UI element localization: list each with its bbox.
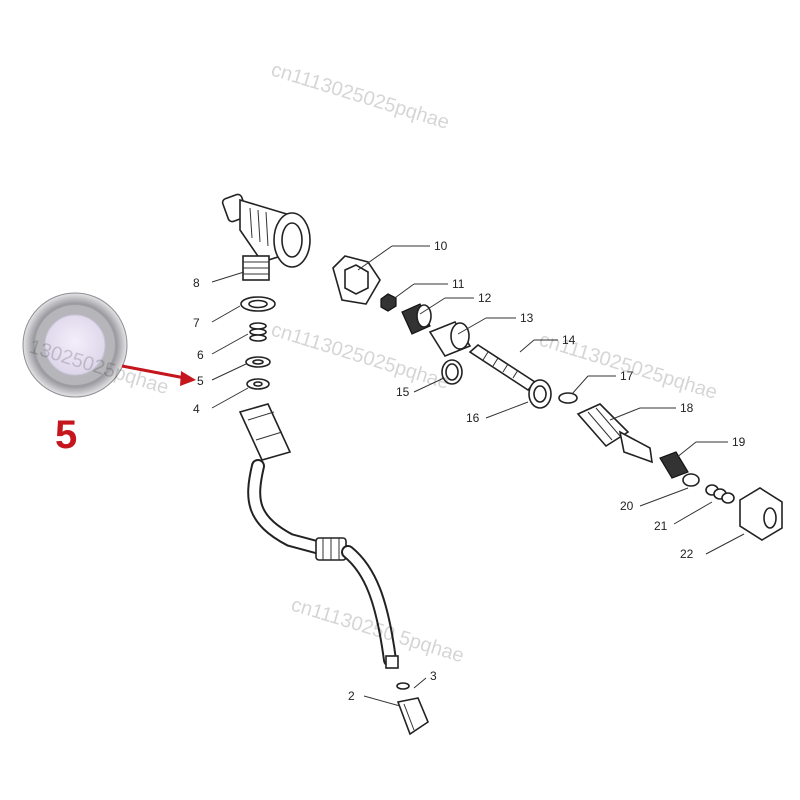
part-15-circlip xyxy=(441,359,463,385)
part-20-oring xyxy=(682,473,700,487)
callout-arrow xyxy=(121,364,196,386)
part-19-sleeve xyxy=(659,451,689,479)
label-part-10: 10 xyxy=(434,239,448,253)
label-part-8: 8 xyxy=(193,276,200,290)
label-part-6: 6 xyxy=(197,348,204,362)
part-18-valve-seat xyxy=(576,403,653,464)
label-part-14: 14 xyxy=(562,333,576,347)
watermark-right: cn1113025025pqhae xyxy=(537,329,720,404)
part-8-tee-body xyxy=(221,193,311,281)
part-21-spring xyxy=(705,484,735,504)
part-12-sleeve xyxy=(401,303,432,335)
label-part-16: 16 xyxy=(466,411,480,425)
label-part-20: 20 xyxy=(620,499,634,513)
label-part-17: 17 xyxy=(620,369,634,383)
label-part-19: 19 xyxy=(732,435,746,449)
part-2-nut xyxy=(396,697,429,736)
part-labels: 8 7 6 5 4 2 3 10 11 12 13 14 15 16 17 18… xyxy=(193,239,746,703)
part-13-cup xyxy=(428,321,472,357)
part-11-nut xyxy=(380,293,397,312)
label-part-22: 22 xyxy=(680,547,694,561)
part-4-ring xyxy=(246,378,270,390)
label-part-7: 7 xyxy=(193,316,200,330)
part-3-ferrule xyxy=(396,682,410,690)
part-10-locknut xyxy=(332,255,381,305)
label-part-15: 15 xyxy=(396,385,410,399)
label-part-12: 12 xyxy=(478,291,492,305)
label-part-3: 3 xyxy=(430,669,437,683)
label-part-2: 2 xyxy=(348,689,355,703)
label-part-21: 21 xyxy=(654,519,668,533)
part-6-spring xyxy=(249,322,267,342)
label-part-11: 11 xyxy=(452,277,465,291)
part-14-spindle xyxy=(468,343,552,409)
watermark-top: cn1113025025pqhae xyxy=(269,59,452,134)
label-part-13: 13 xyxy=(520,311,534,325)
callout-part-number: 5 xyxy=(55,413,77,457)
label-part-5: 5 xyxy=(197,374,204,388)
part-5-washer xyxy=(245,356,271,368)
label-part-18: 18 xyxy=(680,401,694,415)
part-17-ring xyxy=(558,392,578,404)
callout-washer-photo xyxy=(22,292,128,398)
part-7-washer xyxy=(240,296,276,312)
watermark-middle: cn1113025025pqhae xyxy=(269,319,452,394)
tube-assembly xyxy=(238,403,399,669)
part-22-cap-nut xyxy=(739,487,783,541)
label-part-4: 4 xyxy=(193,402,200,416)
leader-lines xyxy=(211,245,745,707)
